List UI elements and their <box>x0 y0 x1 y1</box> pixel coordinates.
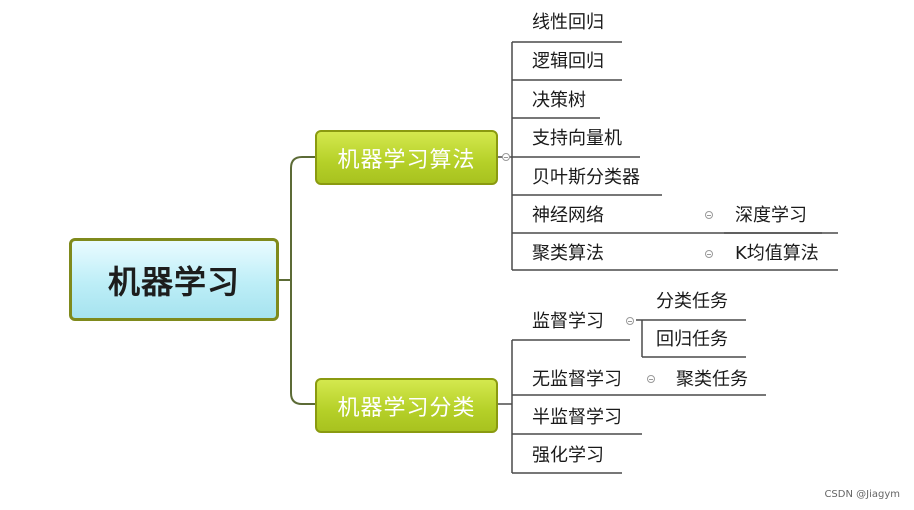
collapse-icon[interactable] <box>626 317 634 325</box>
leaf-supervised-learning[interactable]: 监督学习 <box>532 311 604 332</box>
leaf-unsupervised-learning[interactable]: 无监督学习 <box>532 369 622 390</box>
leaf-k-means[interactable]: K均值算法 <box>735 243 819 264</box>
leaf-classification-task[interactable]: 分类任务 <box>656 291 728 312</box>
leaf-neural-network[interactable]: 神经网络 <box>532 205 604 226</box>
branch-node-ml-algorithms[interactable]: 机器学习算法 <box>315 130 498 185</box>
leaf-linear-regression[interactable]: 线性回归 <box>532 12 604 33</box>
root-node[interactable]: 机器学习 <box>69 238 279 321</box>
watermark: CSDN @Jiagym <box>824 489 900 500</box>
branch-node-ml-categories[interactable]: 机器学习分类 <box>315 378 498 433</box>
leaf-regression-task[interactable]: 回归任务 <box>656 329 728 350</box>
leaf-reinforcement-learning[interactable]: 强化学习 <box>532 445 604 466</box>
leaf-clustering-algorithm[interactable]: 聚类算法 <box>532 243 604 264</box>
leaf-clustering-task[interactable]: 聚类任务 <box>676 369 748 390</box>
collapse-icon[interactable] <box>647 375 655 383</box>
connector-root-branch-1 <box>290 280 315 405</box>
connector-root-branch-0 <box>279 156 315 281</box>
leaf-deep-learning[interactable]: 深度学习 <box>735 205 807 226</box>
leaf-logistic-regression[interactable]: 逻辑回归 <box>532 51 604 72</box>
leaf-svm[interactable]: 支持向量机 <box>532 128 622 149</box>
collapse-icon[interactable] <box>502 153 510 161</box>
leaf-decision-tree[interactable]: 决策树 <box>532 90 586 111</box>
leaf-semi-supervised-learning[interactable]: 半监督学习 <box>532 407 622 428</box>
collapse-icon[interactable] <box>705 211 713 219</box>
leaf-bayes-classifier[interactable]: 贝叶斯分类器 <box>532 167 640 188</box>
collapse-icon[interactable] <box>705 250 713 258</box>
